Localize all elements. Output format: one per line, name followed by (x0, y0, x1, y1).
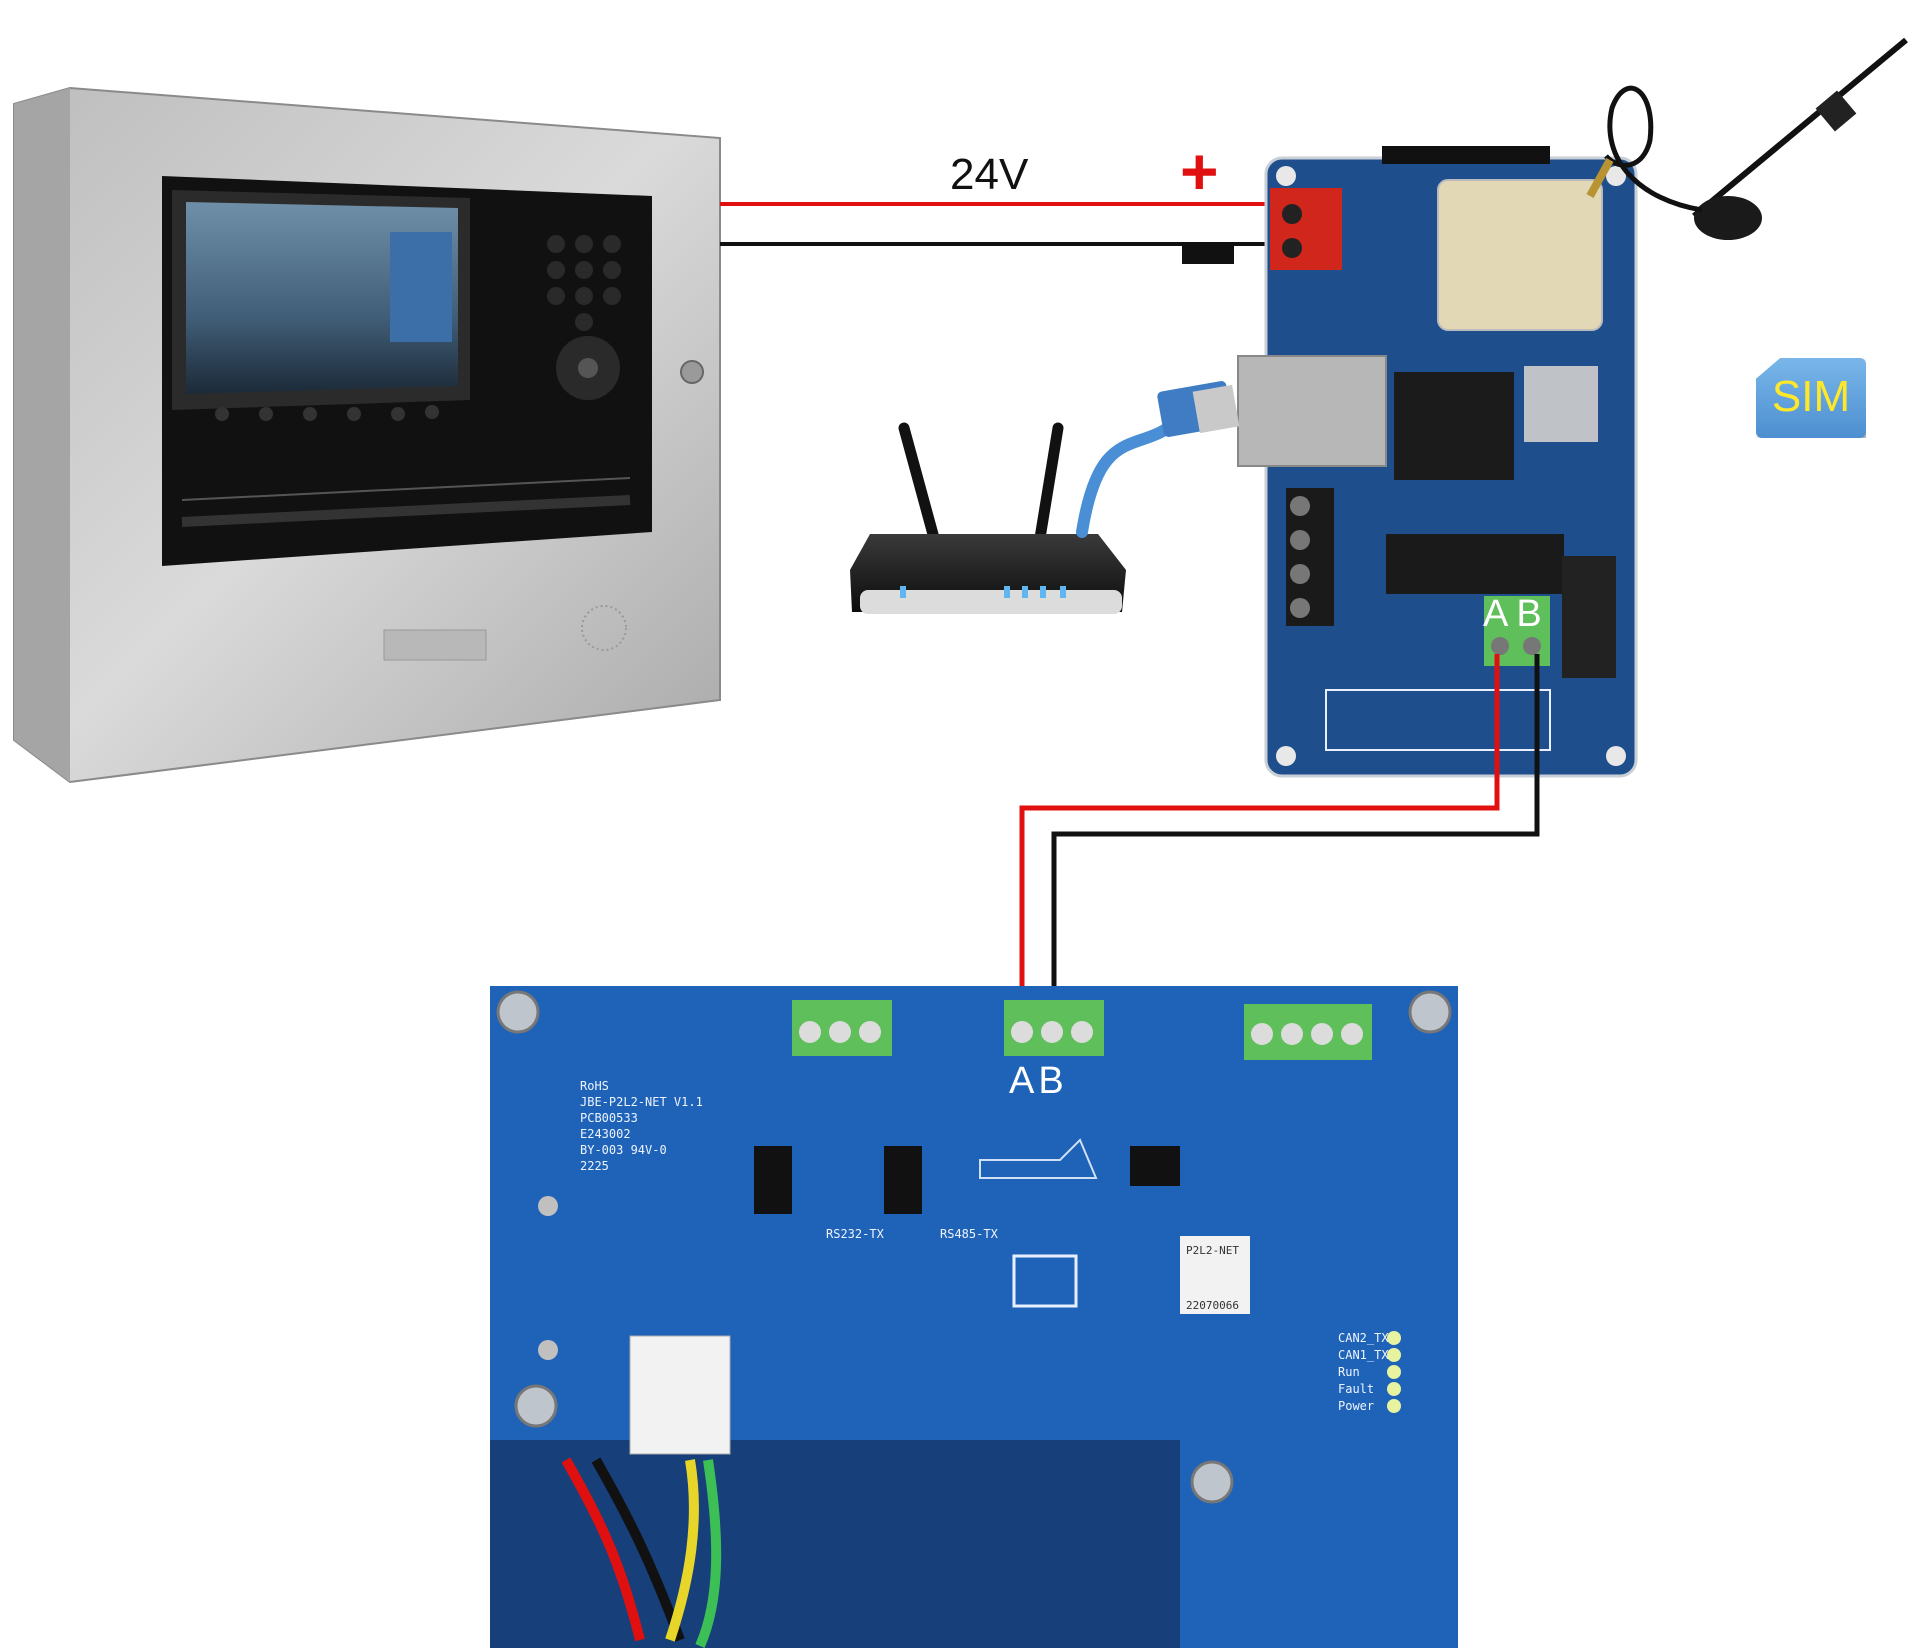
negative-polarity-symbol (1182, 246, 1234, 264)
silk-line: PCB00533 (580, 1111, 638, 1125)
sim-card-icon: SIM (1756, 358, 1866, 438)
power-wires (720, 202, 1282, 246)
network-board-icon (490, 986, 1458, 1648)
qr-serial: 22070066 (1186, 1299, 1239, 1312)
ethernet-cable-icon (1076, 381, 1240, 538)
rs232-label: RS232-TX (826, 1227, 884, 1241)
silk-line: BY-003 94V-0 (580, 1143, 667, 1157)
voltage-label: 24V (950, 150, 1029, 199)
silk-line: JBE-P2L2-NET V1.1 (580, 1095, 703, 1109)
silk-line: RoHS (580, 1079, 609, 1093)
terminal-b-label: B (1038, 1060, 1064, 1102)
led-label: CAN1_TX (1338, 1348, 1389, 1362)
positive-polarity-symbol: + (1180, 134, 1219, 208)
rs485-label: RS485-TX (940, 1227, 998, 1241)
antenna-icon (1586, 37, 1908, 240)
terminal-a-label: A (1009, 1060, 1035, 1102)
terminal-b-label: B (1516, 593, 1542, 635)
led-label: Fault (1338, 1382, 1375, 1396)
board-silkscreen: RoHS JBE-P2L2-NET V1.1 PCB00533 E243002 … (580, 1078, 703, 1174)
led-label: CAN2_TX (1338, 1331, 1389, 1345)
router-icon (850, 422, 1126, 614)
silk-line: 2225 (580, 1159, 609, 1173)
led-label: Power (1338, 1399, 1375, 1413)
bus-wires (1019, 654, 1540, 1002)
sim-label: SIM (1771, 372, 1851, 421)
terminal-a-label: A (1483, 593, 1509, 635)
fire-panel-icon (13, 86, 721, 784)
qr-label: P2L2-NET (1186, 1244, 1239, 1257)
led-labels: CAN2_TX CAN1_TX Run Fault Power (1338, 1330, 1389, 1415)
gsm-module-icon (1237, 146, 1638, 778)
led-label: Run (1338, 1365, 1360, 1379)
silk-line: E243002 (580, 1127, 631, 1141)
